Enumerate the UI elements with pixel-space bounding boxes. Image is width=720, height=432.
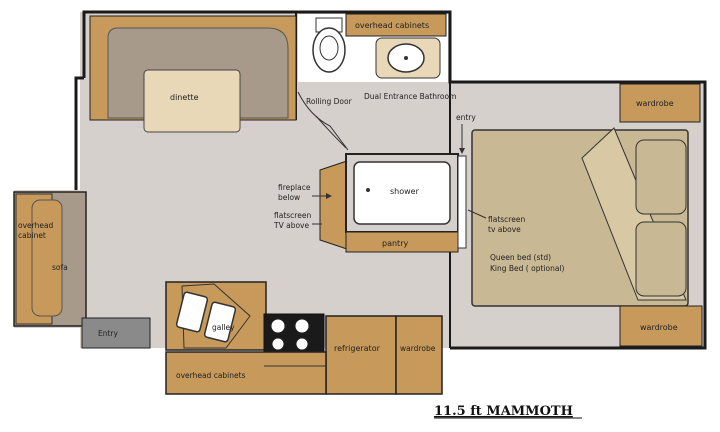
wardrobe-bottom-mid-label: wardrobe xyxy=(400,344,436,353)
flatscreen-right-label-2: tv above xyxy=(488,225,521,234)
dinette-table xyxy=(143,69,241,133)
burner-icon xyxy=(270,318,286,334)
right-door-jamb xyxy=(457,155,467,249)
burner-icon xyxy=(295,337,309,351)
burner-icon xyxy=(294,318,310,334)
overhead-cabinets-bottom xyxy=(165,351,327,395)
entry-mat xyxy=(81,317,151,349)
overhead-cabinets-top-label: overhead cabinets xyxy=(355,21,429,30)
shower-drain xyxy=(366,188,370,192)
flatscreen-right-label-1: flatscreen xyxy=(488,215,525,224)
toilet-bowl xyxy=(319,35,339,61)
overhead-cabinets-top xyxy=(345,13,447,37)
bed-label-1: Queen bed (std) xyxy=(490,253,551,262)
rolling-door-arrow-2 xyxy=(315,115,347,149)
shower-pan xyxy=(353,161,451,225)
overhead-cabinet-left-label-2: cabinet xyxy=(18,231,46,240)
entry-right-label: entry xyxy=(456,113,476,122)
wardrobe-bottom-right-label: wardrobe xyxy=(640,323,678,332)
galley-label: galley xyxy=(212,323,235,332)
flatscreen-right-arrow xyxy=(467,209,487,219)
wardrobe-bottom-right xyxy=(619,305,703,347)
entry-right-arrowhead xyxy=(459,148,465,154)
wardrobe-top xyxy=(619,83,701,123)
fireplace-label-1: fireplace xyxy=(278,183,311,192)
wardrobe-bottom-mid xyxy=(395,315,443,395)
shower-label: shower xyxy=(390,187,420,196)
overhead-cabinets-bottom-label: overhead cabinets xyxy=(176,371,246,380)
bed-label-2: King Bed ( optional) xyxy=(490,264,565,273)
sink-drain xyxy=(404,56,408,60)
dinette-label: dinette xyxy=(170,93,199,102)
rolling-door-arrow xyxy=(297,91,349,151)
refrigerator xyxy=(325,315,397,395)
fireplace-label-2: below xyxy=(278,193,300,202)
refrigerator-label: refrigerator xyxy=(334,344,381,353)
burner-icon xyxy=(271,337,285,351)
overhead-cabinet-left-label-1: overhead xyxy=(18,221,54,230)
rolling-door-label: Rolling Door xyxy=(306,97,353,106)
floor-plan-title: 11.5 ft MAMMOTH xyxy=(434,404,573,419)
flatscreen-left-label-1: flatscreen xyxy=(274,211,311,220)
sink-basin-1 xyxy=(175,291,209,333)
entry-bottom-label: Entry xyxy=(98,329,119,338)
sofa-label: sofa xyxy=(52,263,68,272)
dual-entrance-bathroom-label: Dual Entrance Bathroom xyxy=(364,92,456,101)
pantry-label: pantry xyxy=(382,239,408,248)
pillow-2 xyxy=(635,221,687,297)
flatscreen-left-label-2: TV above xyxy=(273,221,309,230)
sofa-cushion xyxy=(31,199,63,317)
wardrobe-top-label: wardrobe xyxy=(636,99,674,108)
fireplace-arrowhead xyxy=(326,193,332,199)
sink-basin-2 xyxy=(203,301,237,343)
pillow-1 xyxy=(635,139,687,215)
